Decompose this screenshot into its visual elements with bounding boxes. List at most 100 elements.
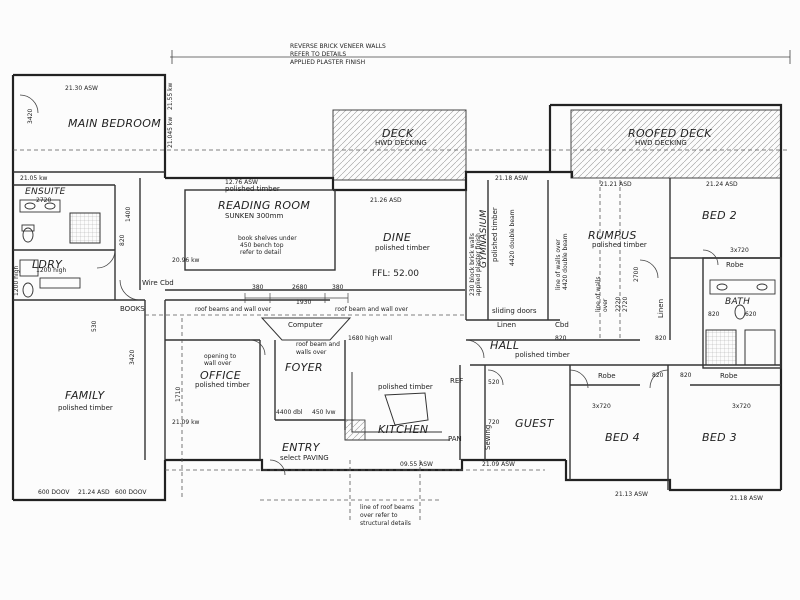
fixture-robe2: Robe (598, 372, 616, 380)
note-rumpus-walls-2: over (602, 298, 609, 312)
dim-43: 820 (655, 335, 667, 342)
fixture-ref: REF (450, 377, 464, 385)
dim-36: 4400 dbl (276, 409, 303, 416)
dim-34: 3420 (129, 349, 136, 365)
door-swings (19, 94, 719, 476)
deck (332, 109, 467, 181)
top-dimension-line (170, 50, 791, 64)
note-reading-3: refer to detail (240, 249, 281, 256)
dim-21: 3x720 (592, 403, 611, 410)
room-kitchen: KITCHEN (378, 423, 429, 436)
note-top-2: REFER TO DETAILS (290, 51, 347, 58)
bath-tub (744, 329, 776, 366)
note-beam-1: roof beams and wall over (195, 306, 272, 313)
note-rumpus-2: 4420 double beam (562, 233, 569, 290)
room-ensuite: ENSUITE (25, 187, 66, 197)
note-beam-5: 1680 high wall (348, 335, 393, 342)
roofed-deck (570, 109, 782, 179)
dim-4: 3420 (27, 108, 34, 124)
dim-17: 820 (119, 234, 126, 246)
room-bed2: BED 2 (702, 209, 737, 222)
ensuite-shower (69, 212, 101, 244)
room-rumpus: RUMPUS (588, 229, 637, 242)
room-foyer: FOYER (285, 361, 323, 374)
dim-44: 1710 (175, 386, 182, 402)
room-gym-sub: polished timber (491, 207, 499, 262)
room-bed4: BED 4 (605, 431, 640, 444)
room-reading-sub1: polished timber (225, 185, 280, 193)
note-roof-2: over refer to (360, 512, 398, 519)
dim-32: 600 DOOV (115, 489, 147, 496)
interior-walls (13, 171, 782, 490)
fixture-linen2: Linen (657, 298, 665, 318)
dimension-ticks (244, 293, 349, 303)
room-reading: READING ROOM (218, 199, 311, 212)
dim-46: 20.96 kw (172, 257, 200, 264)
dim-28: 21.13 ASW (615, 491, 648, 498)
room-office-sub: polished timber (195, 381, 250, 389)
dim-14: 2680 (292, 284, 308, 291)
dim-23: 820 (555, 335, 567, 342)
room-entry: ENTRY (282, 441, 320, 454)
fixture-wire-cbd: Wire Cbd (142, 279, 174, 287)
dim-22: 3x720 (732, 403, 751, 410)
dim-35: 530 (91, 320, 98, 332)
fixture-books: BOOKS (120, 305, 145, 313)
dim-31: 21.24 ASD (78, 489, 110, 496)
fixture-cbd: Cbd (555, 321, 569, 329)
dim-30: 600 DOOV (38, 489, 70, 496)
note-beam-3: roof beam and (296, 341, 340, 348)
room-rumpus-sub: polished timber (592, 241, 647, 249)
dim-40: 4420 double beam (509, 209, 516, 266)
dim-18: 820 (708, 311, 720, 318)
note-roof-1: line of roof beams (360, 504, 415, 511)
computer-desk (260, 317, 352, 341)
fixture-computer: Computer (288, 321, 323, 329)
dim-15: 380 (332, 284, 344, 291)
dim-25: 820 (680, 372, 692, 379)
note-gym-2: applied plaster finish (475, 233, 482, 296)
room-family-sub: polished timber (58, 404, 113, 412)
laundry-fixtures (19, 259, 81, 298)
dim-19: 3x720 (730, 247, 749, 254)
room-bath: BATH (725, 297, 751, 307)
note-reading-2: 450 bench top (240, 242, 284, 249)
room-kitchen-sub: polished timber (378, 383, 433, 391)
room-deck: DECK (382, 127, 414, 140)
dim-8: 12.76 ASW (225, 179, 258, 186)
dim-2: 21.55 kw (167, 82, 174, 110)
note-beam-2: roof beam and wall over (335, 306, 409, 313)
room-dine: DINE (383, 231, 412, 244)
beam-lines (13, 149, 790, 520)
dim-12: 21.24 ASD (706, 181, 738, 188)
dim-1: 21.30 ASW (65, 85, 98, 92)
kitchen-hatch (344, 419, 366, 441)
note-roof-3: structural details (360, 520, 411, 527)
dim-7: 1200 high (36, 267, 67, 274)
fixture-sewing: Sewing (484, 424, 492, 450)
fixture-robe1: Robe (726, 261, 744, 269)
dim-29: 21.18 ASW (730, 495, 763, 502)
dim-10: 21.18 ASW (495, 175, 528, 182)
outer-walls (11, 73, 783, 502)
bath-shower (705, 329, 737, 366)
dim-16: 1930 (296, 299, 312, 306)
ffl-label: FFL: 52.00 (372, 269, 420, 279)
room-entry-sub: select PAVING (280, 454, 329, 462)
dim-20: 2720 (622, 296, 629, 312)
dim-3: 21.045 kw (167, 116, 174, 148)
room-reading-sub2: SUNKEN 300mm (225, 212, 284, 220)
note-office-opening-1: opening to (204, 353, 237, 360)
dim-13: 380 (252, 284, 264, 291)
note-reading-1: book shelves under (238, 235, 297, 242)
room-bed3: BED 3 (702, 431, 737, 444)
dim-48: 720 (488, 419, 500, 426)
dim-24: 820 (652, 372, 664, 379)
room-office: OFFICE (200, 369, 241, 382)
room-dine-sub: polished timber (375, 244, 430, 252)
note-top-1: REVERSE BRICK VENEER WALLS (290, 43, 386, 50)
note-beam-4: walls over (296, 349, 327, 356)
room-roofed-deck-sub: HWD DECKING (635, 139, 687, 147)
